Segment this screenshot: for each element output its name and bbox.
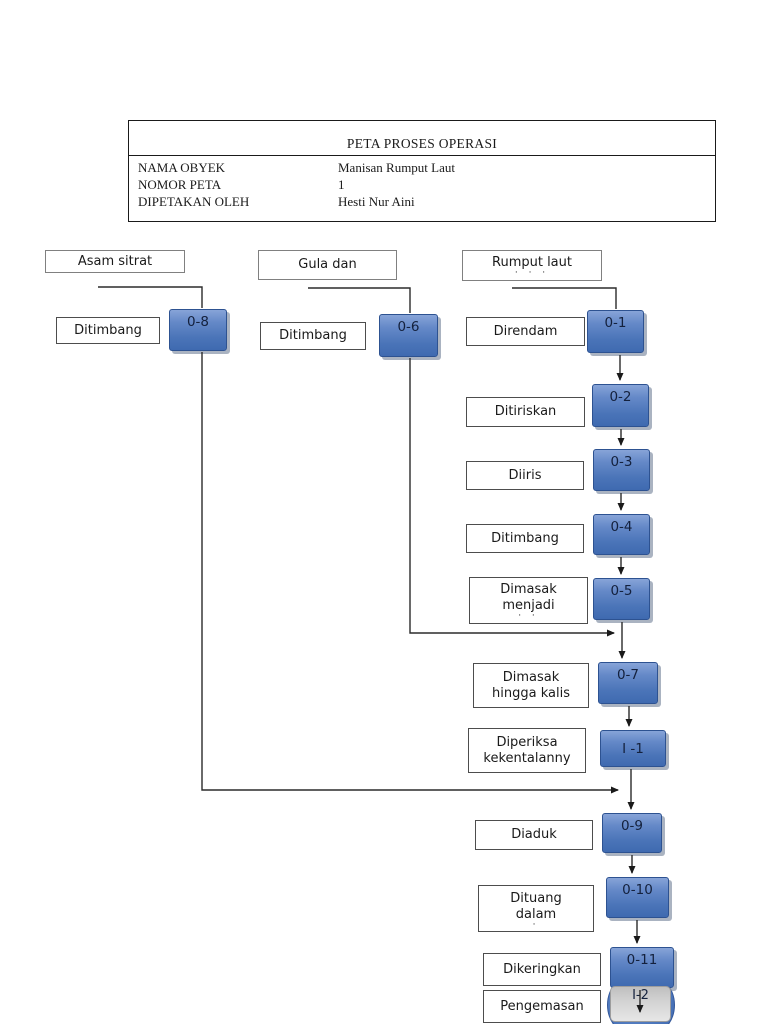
field-value: 1	[338, 177, 345, 192]
process-label-pengemasan: Pengemasan	[483, 990, 601, 1023]
operation-box-0-11: 0-11	[610, 947, 674, 988]
operation-label: 0-6	[397, 319, 420, 335]
field-label: NAMA OBYEK	[138, 160, 226, 175]
process-label-text: Direndam	[493, 323, 558, 339]
operation-box-0-7: 0-7	[598, 662, 658, 704]
operation-box-0-6: 0-6	[379, 314, 438, 357]
connector-rumput-laut	[512, 287, 617, 309]
process-label-diiris: Diiris	[466, 461, 584, 490]
process-label-diaduk: Diaduk	[475, 820, 593, 850]
connector-asam-sitrat	[98, 286, 203, 308]
process-label-ditimbang-mid: Ditimbang	[260, 322, 366, 350]
process-label-text: Dimasak	[502, 669, 560, 685]
process-label-dituang-dalam: Dituang dalam ·	[478, 885, 594, 932]
clipped-text: · ·	[518, 614, 539, 618]
material-box-gula-dan: Gula dan	[258, 250, 397, 280]
process-label-text: Dikeringkan	[503, 961, 581, 977]
header-row-nomor-peta: NOMOR PETA 1	[129, 177, 715, 194]
header-table: PETA PROSES OPERASI NAMA OBYEK Manisan R…	[128, 120, 716, 222]
operation-label: 0-3	[610, 454, 633, 470]
process-label-diperiksa-kekentalan: Diperiksa kekentalanny	[468, 728, 586, 773]
process-label-direndam: Direndam	[466, 317, 585, 346]
material-box-rumput-laut: Rumput laut · · ·	[462, 250, 602, 281]
process-label-dimasak-hingga-kalis: Dimasak hingga kalis	[473, 663, 589, 708]
material-label: Rumput laut	[492, 255, 572, 270]
material-label: Gula dan	[298, 257, 357, 273]
operation-box-0-2: 0-2	[592, 384, 649, 427]
connector-gula	[308, 287, 411, 313]
header-row-nama-obyek: NAMA OBYEK Manisan Rumput Laut	[129, 160, 715, 177]
operation-label: 0-1	[604, 315, 627, 331]
process-label-text: hingga kalis	[492, 685, 570, 701]
process-label-text: dalam	[515, 906, 557, 922]
inspection-box-i-1: I -1	[600, 730, 666, 767]
process-label-text: Diaduk	[511, 827, 557, 843]
field-value: Hesti Nur Aini	[338, 194, 415, 209]
operation-label: 0-11	[626, 952, 658, 968]
process-label-text: Dimasak	[500, 582, 557, 597]
process-label-ditiriskan: Ditiriskan	[466, 397, 585, 427]
process-label-text: Dituang	[510, 891, 562, 906]
process-label-dimasak-menjadi: Dimasak menjadi · ·	[469, 577, 588, 624]
page-title: PETA PROSES OPERASI	[129, 121, 715, 156]
operation-label: 0-9	[620, 818, 644, 834]
process-label-dikeringkan: Dikeringkan	[483, 953, 601, 986]
operation-box-0-10: 0-10	[606, 877, 669, 918]
material-label: Asam sitrat	[77, 253, 153, 269]
process-label-ditimbang-main: Ditimbang	[466, 524, 584, 553]
operation-box-0-5: 0-5	[593, 578, 650, 620]
operation-label: I-2	[632, 988, 649, 1003]
operation-box-0-4: 0-4	[593, 514, 650, 555]
process-label-text: Ditimbang	[74, 322, 142, 338]
material-box-asam-sitrat: Asam sitrat	[45, 250, 185, 273]
process-label-text: Diperiksa	[496, 734, 558, 750]
operation-label: 0-8	[186, 314, 210, 330]
clipped-text: ·	[533, 923, 540, 927]
field-label: NOMOR PETA	[138, 177, 222, 192]
operation-label: 0-7	[616, 667, 640, 683]
inspection-box-i-2: I-2	[610, 986, 671, 1022]
operation-label: 0-10	[622, 882, 653, 898]
operation-box-0-8: 0-8	[169, 309, 227, 351]
header-row-dipetakan-oleh: DIPETAKAN OLEH Hesti Nur Aini	[129, 194, 715, 211]
field-value: Manisan Rumput Laut	[338, 160, 455, 175]
process-label-text: Ditimbang	[491, 530, 559, 546]
operation-label: 0-2	[609, 389, 632, 405]
operation-box-0-9: 0-9	[602, 813, 662, 853]
process-label-text: Ditiriskan	[494, 404, 557, 420]
clipped-text: · · ·	[515, 271, 549, 275]
process-label-ditimbang-left: Ditimbang	[56, 317, 160, 344]
process-label-text: Diiris	[508, 467, 542, 483]
operation-label: 0-4	[610, 519, 633, 535]
field-label: DIPETAKAN OLEH	[138, 194, 250, 209]
process-label-text: menjadi	[502, 597, 555, 613]
process-label-text: Pengemasan	[500, 998, 584, 1014]
process-label-text: kekentalanny	[483, 750, 571, 766]
operation-box-0-3: 0-3	[593, 449, 650, 491]
operation-box-0-1: 0-1	[587, 310, 644, 353]
operation-label: 0-5	[610, 583, 633, 599]
operation-label: I -1	[622, 740, 644, 757]
process-label-text: Ditimbang	[279, 328, 347, 344]
